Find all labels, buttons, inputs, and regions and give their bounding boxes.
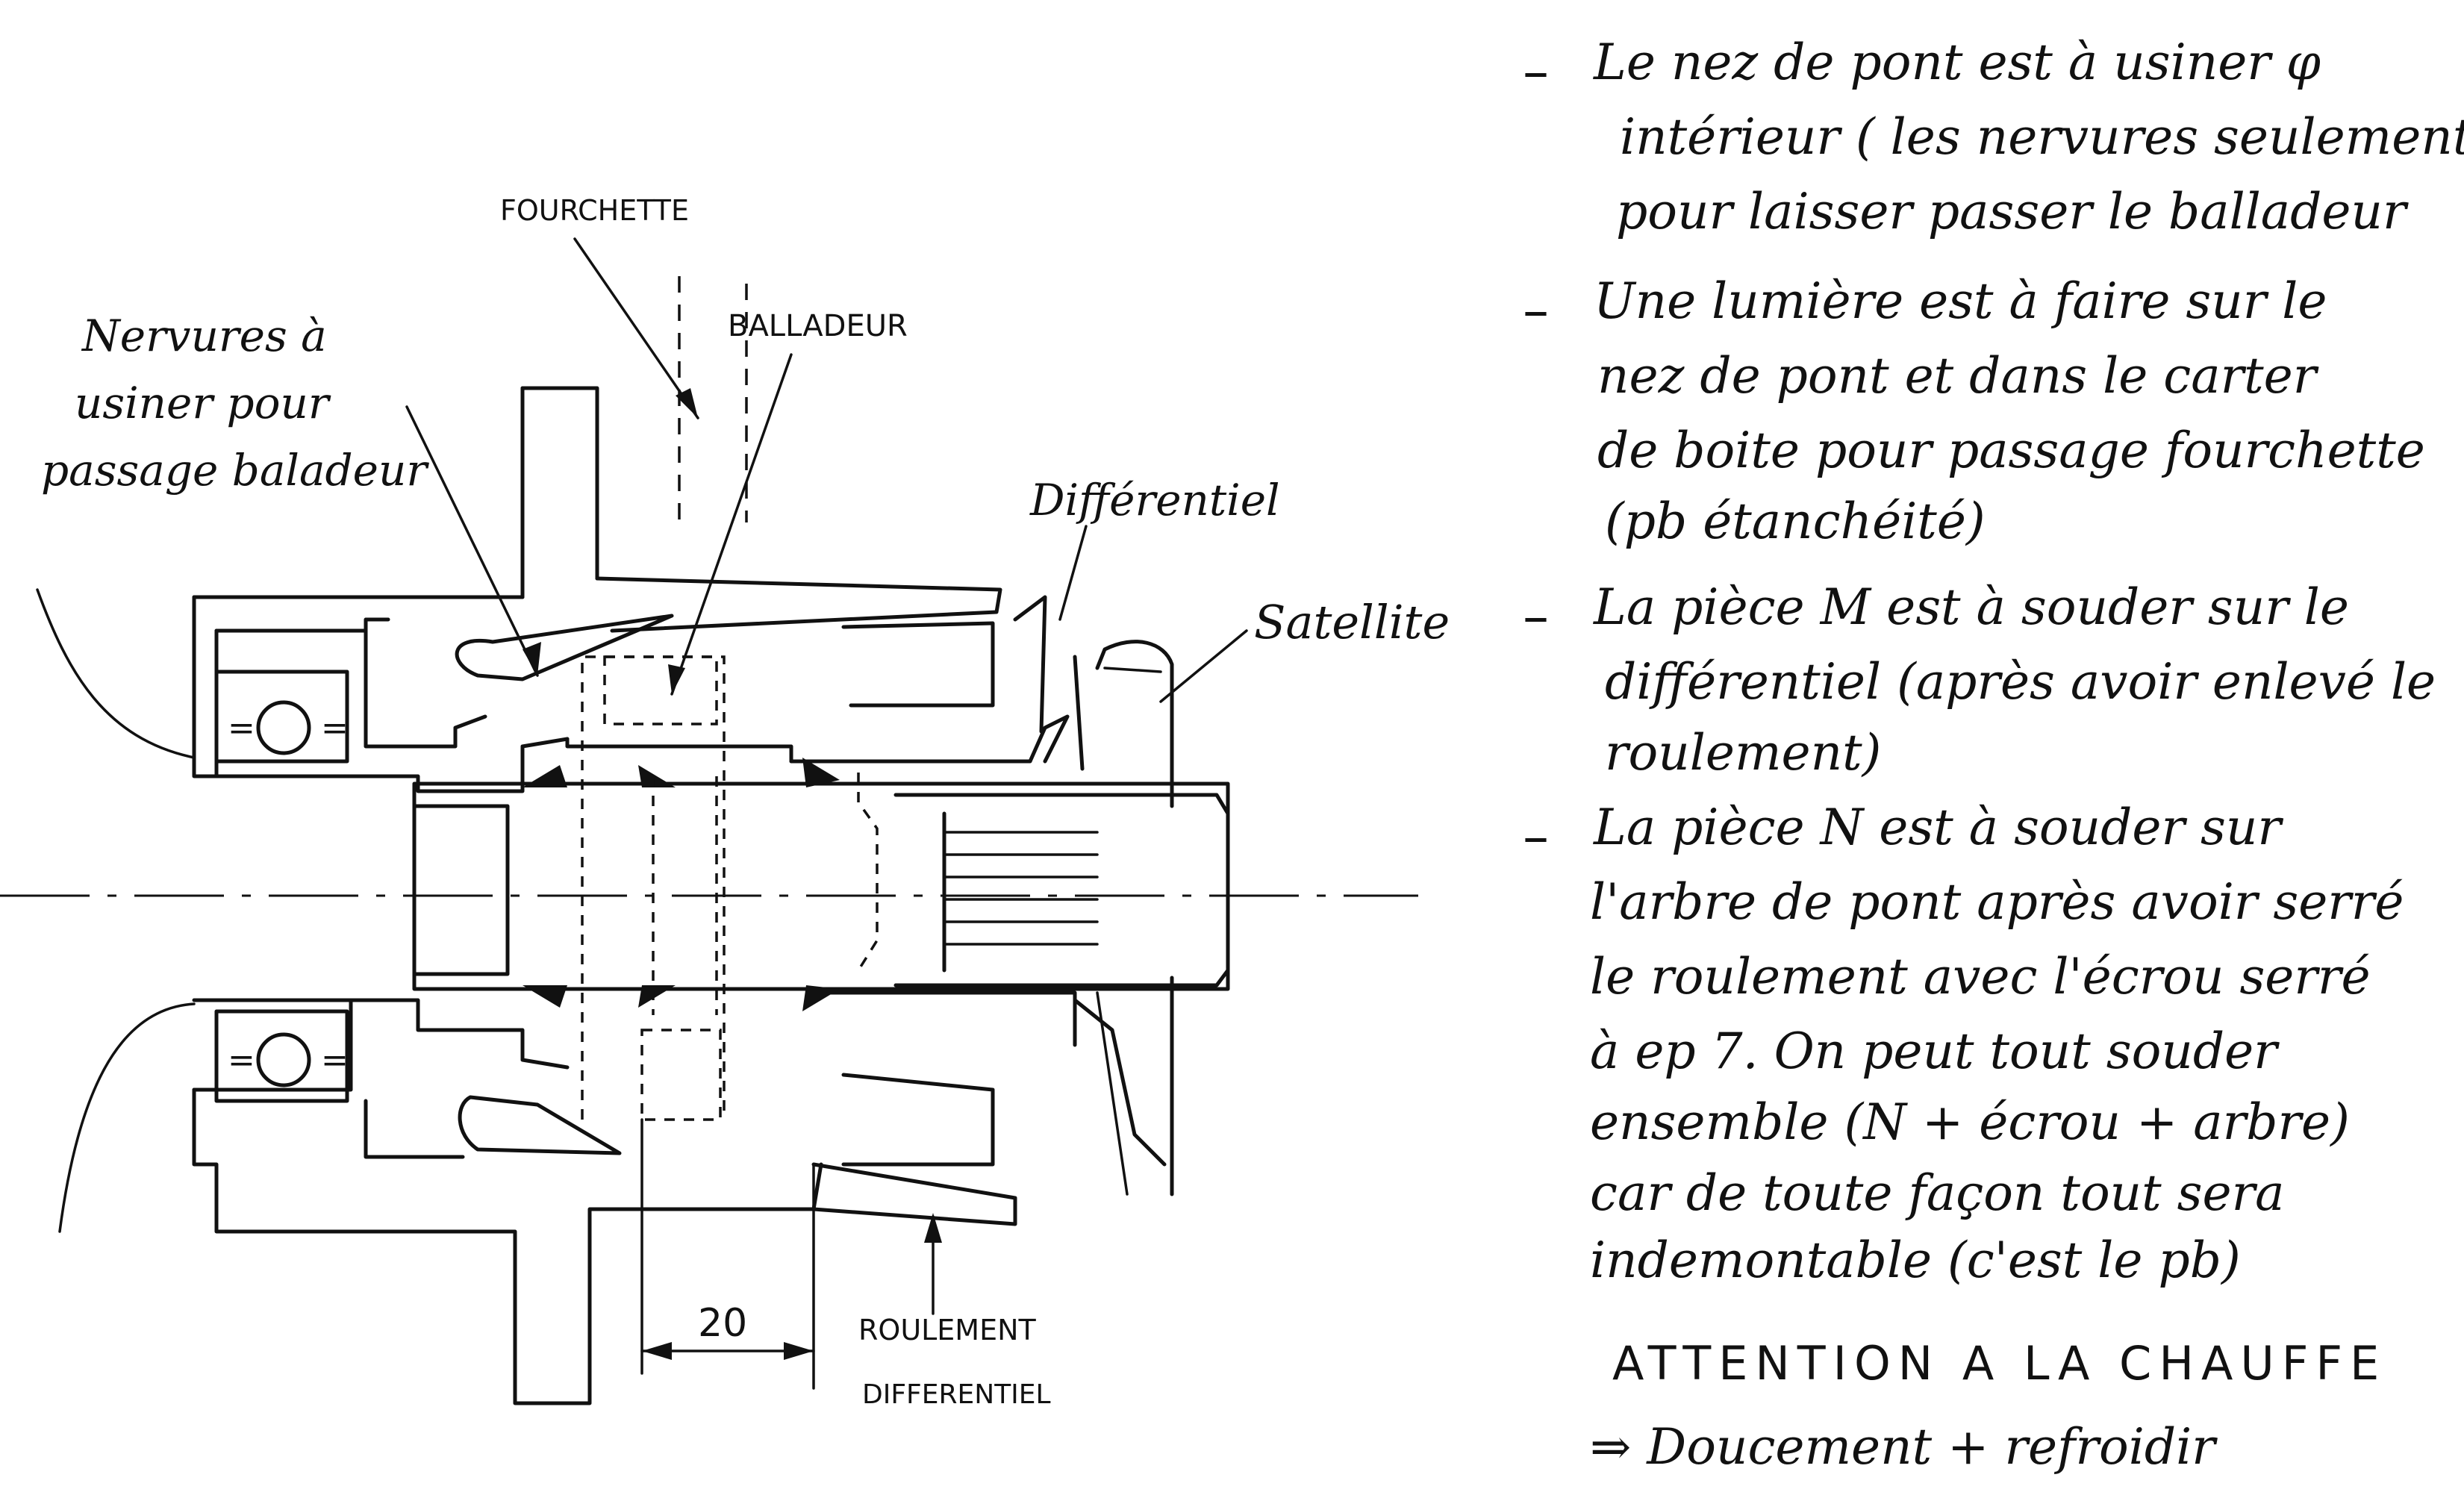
bullet-dash: – (1523, 586, 1549, 647)
svg-text:=: = (321, 1041, 349, 1079)
note-4-line-6: car de toute façon tout sera (1590, 1164, 2285, 1222)
fourchette-label: FOURCHETTE (500, 194, 689, 227)
note-1-line-1: Le nez de pont est à usiner φ (1594, 34, 2321, 91)
note-4-line-5: ensemble (N + écrou + arbre) (1590, 1093, 2350, 1151)
nervures-label-line1: Nervures à (81, 311, 327, 361)
note-1-line-2: intérieur ( les nervures seulement) (1620, 108, 2464, 166)
note-4-line-2: l'arbre de pont après avoir serré (1590, 873, 2404, 931)
dimension-20: 20 (640, 1118, 815, 1390)
shaft (412, 758, 1230, 1011)
svg-text:=: = (321, 709, 349, 747)
bullet-dash: – (1523, 806, 1549, 867)
note-1-line-3: pour laisser passer le balladeur (1616, 183, 2407, 240)
note-2-line-1: Une lumière est à faire sur le (1594, 272, 2327, 330)
baladeur-label: BALLADEUR (728, 309, 908, 343)
conclusion-line: ⇒ Doucement + refroidir (1590, 1418, 2215, 1476)
note-3-line-2: différentiel (après avoir enlevé le (1605, 653, 2436, 711)
bullet-dash: – (1523, 41, 1549, 102)
svg-text:=: = (228, 1041, 255, 1079)
note-2-line-4: (pb étanchéité) (1605, 493, 1986, 550)
nervures-label-line2: usiner pour (75, 378, 331, 428)
roulement-label-line2: DIFFERENTIEL (862, 1379, 1051, 1410)
attention-heading: ATTENTION A LA CHAUFFE (1612, 1336, 2387, 1391)
note-3-line-3: roulement) (1605, 724, 1882, 781)
bullet-dash: – (1523, 280, 1549, 341)
note-4-line-3: le roulement avec l'écrou serré (1590, 948, 2371, 1005)
note-2-line-2: nez de pont et dans le carter (1597, 347, 2317, 405)
differentiel-label: Différentiel (1029, 475, 1280, 525)
roulement-label-line1: ROULEMENT (858, 1314, 1037, 1346)
dimension-text: 20 (698, 1301, 747, 1346)
note-3-line-1: La pièce M est à souder sur le (1594, 578, 2349, 636)
note-2-line-3: de boite pour passage fourchette (1597, 422, 2425, 479)
leader-lines (36, 237, 1248, 1315)
upper-housing: = = (192, 386, 1174, 808)
nervures-label-line3: passage baladeur (41, 445, 429, 496)
note-4-line-1: La pièce N est à souder sur (1594, 799, 2281, 856)
note-4-line-4: à ep 7. On peut tout souder (1590, 1023, 2277, 1080)
lower-housing: = = (192, 976, 1174, 1405)
note-4-line-7: indemontable (c'est le pb) (1590, 1232, 2241, 1289)
satellite-label: Satellite (1254, 595, 1450, 649)
svg-text:=: = (228, 709, 255, 747)
